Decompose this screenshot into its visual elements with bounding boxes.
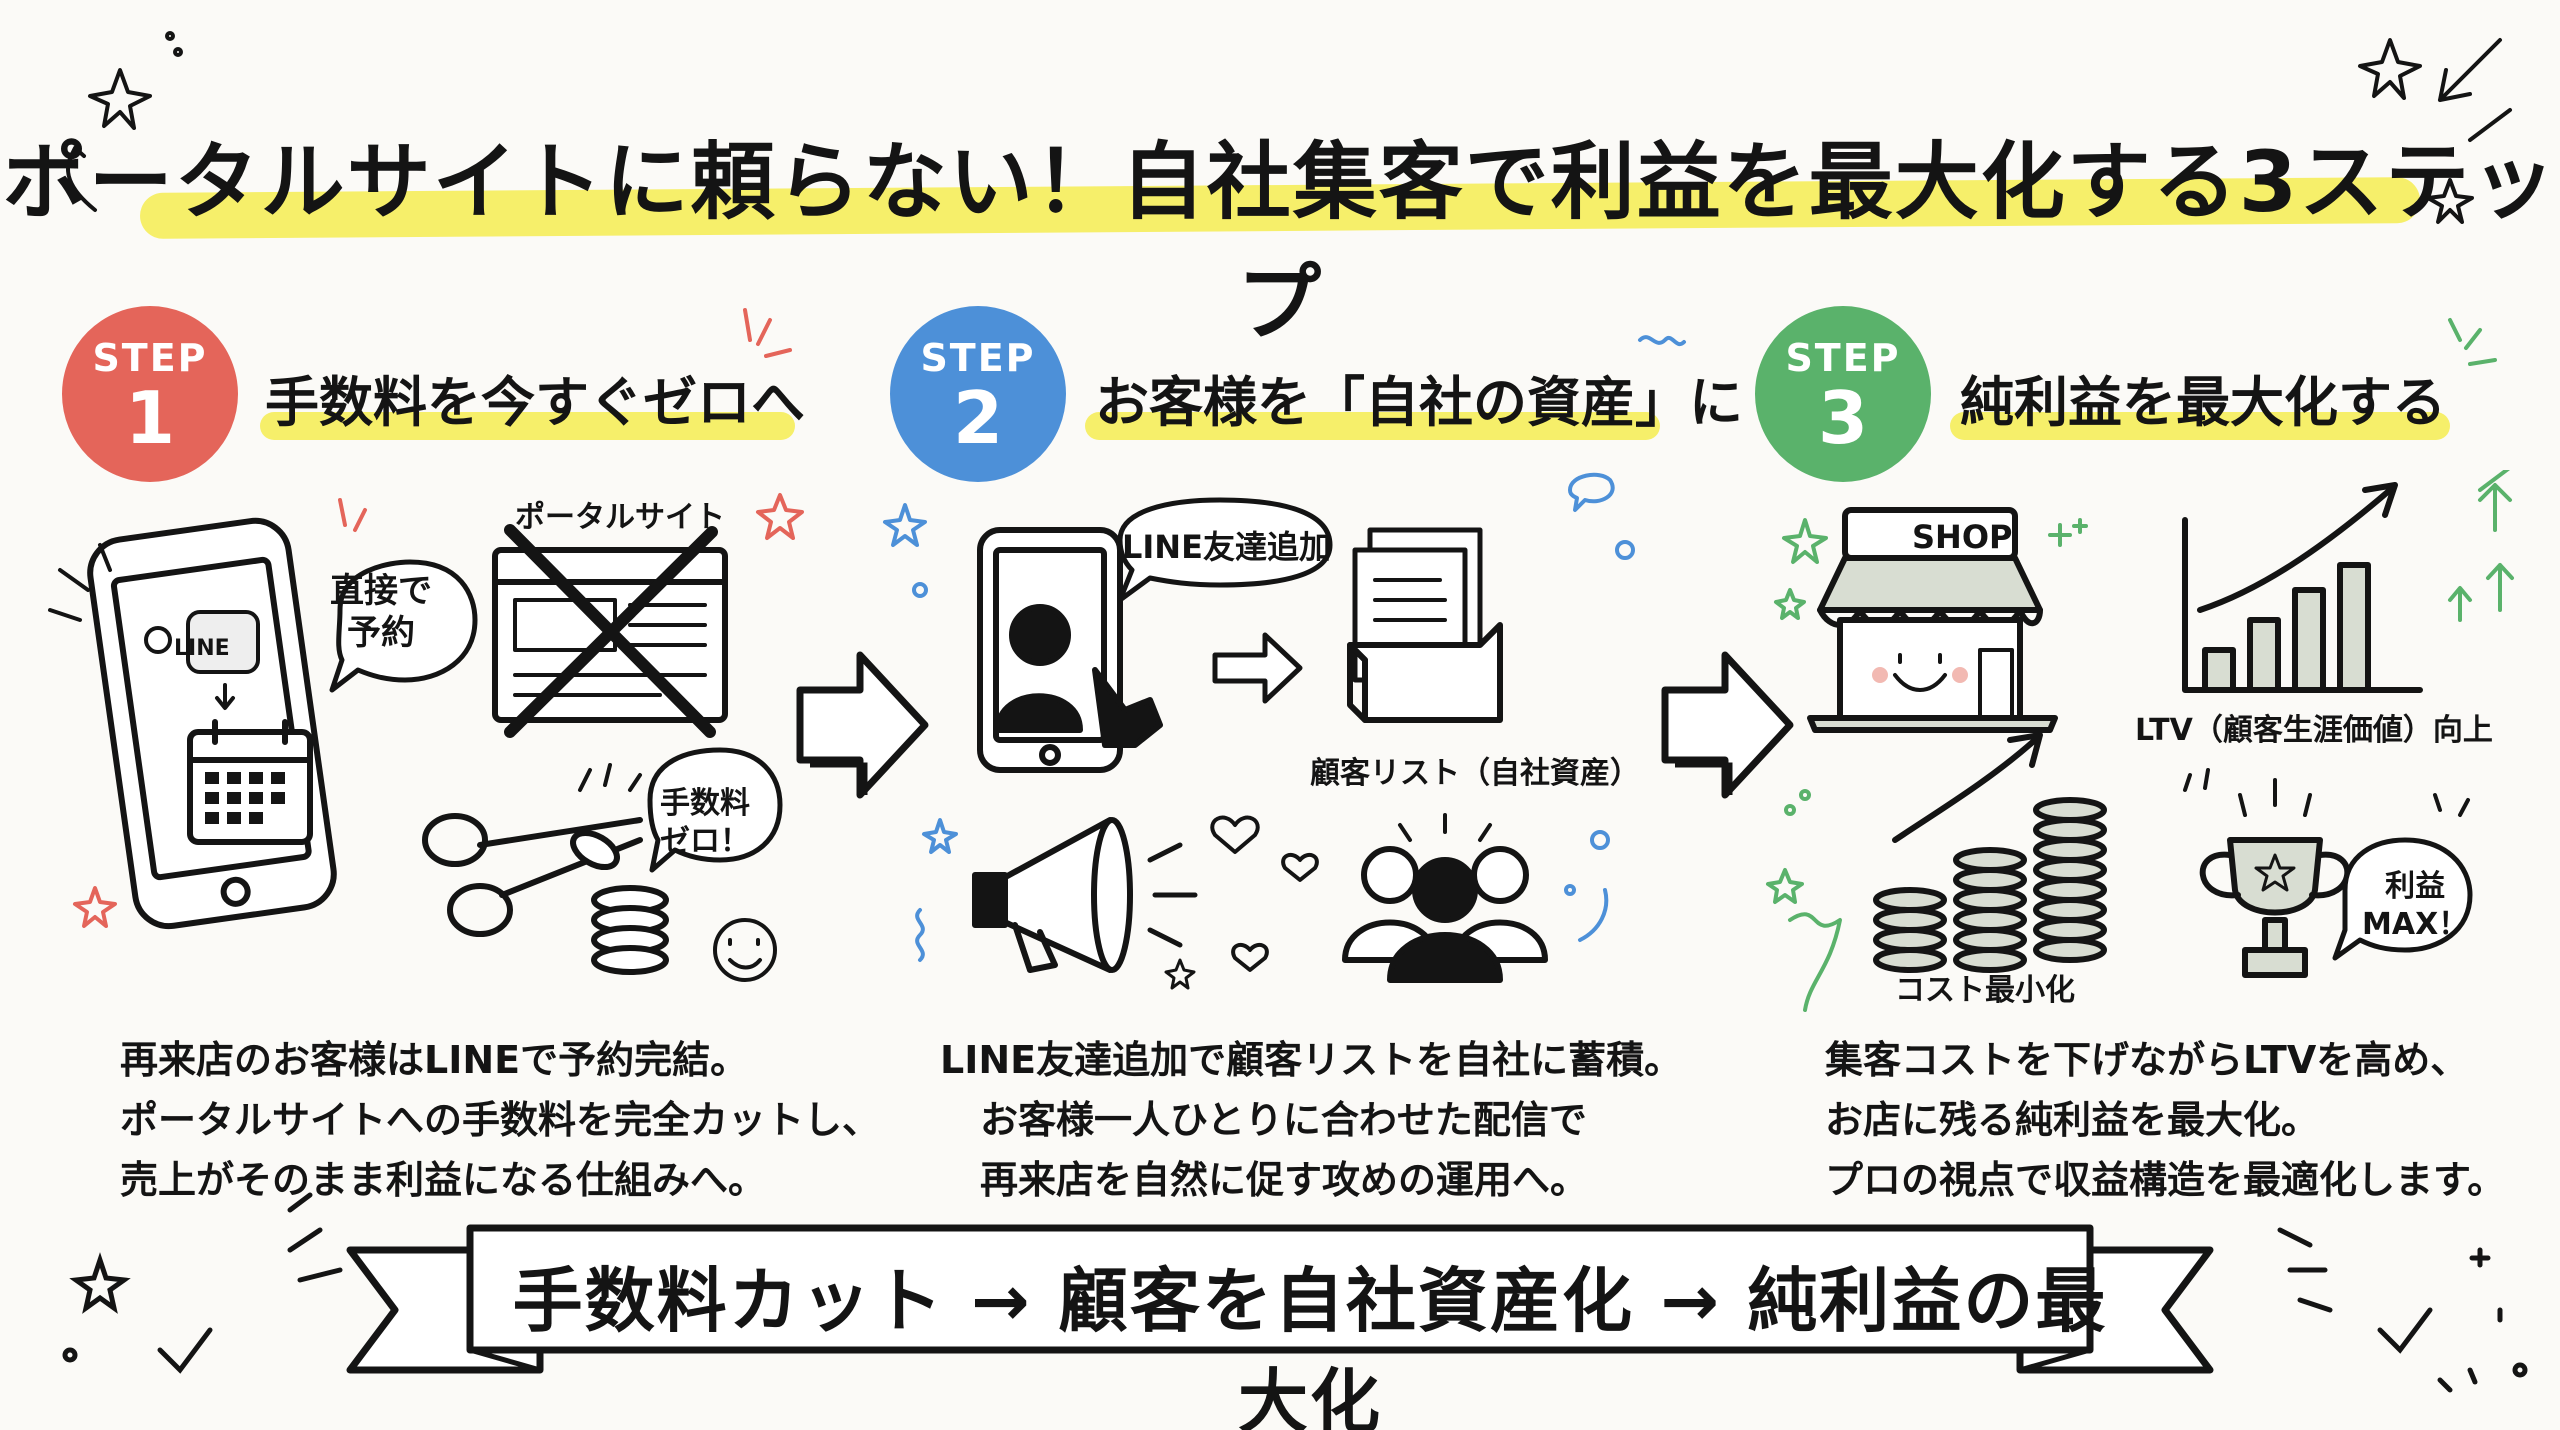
step1-badge-number: 1 [124,376,176,460]
step3-description: 集客コストを下げながらLTVを高め、 お店に残る純利益を最大化。 プロの視点で収… [1825,1030,2505,1210]
shop-icon [1807,507,2058,733]
curl-arrow-icon [65,146,97,212]
line-app-icon [186,610,260,674]
step2-desc-line: 再来店を自然に促す攻めの運用へ。 [980,1158,1589,1202]
sparkle-icon [1164,958,1196,990]
coins-icon [570,829,669,975]
line-add-friend-bubble-text: LINE友達追加 [1122,528,1331,566]
page-title: ポータルサイトに頼らない！自社集客で利益を最大化する3ステップ [2,133,2558,352]
speech-bubble-icon [2332,837,2473,961]
step1-desc-line: 再来店のお客様はLINEで予約完結。 [120,1038,749,1082]
step3-heading: 純利益を最大化する [1960,371,2446,434]
ltv-label: LTV（顧客生涯価値）向上 [2135,713,2493,748]
step1-description: 再来店のお客様はLINEで予約完結。 ポータルサイトへの手数料を完全カットし、 … [120,1030,880,1210]
megaphone-icon [972,817,1133,973]
step3-desc-line: 集客コストを下げながらLTVを高め、 [1825,1038,2469,1082]
header-decorations [743,308,2497,366]
step3-heading-highlight [1950,412,2450,440]
zero-fee-line1: 手数料 [660,786,750,821]
step2-desc-line: LINE友達追加で顧客リストを自社に蓄積。 [940,1038,1683,1082]
heart-icon [1210,815,1260,854]
step2-badge-label: STEP [920,336,1036,380]
step1-badge: STEP 1 [62,306,238,482]
step1-heading-highlight [260,412,795,440]
speech-bubble-icon [1117,497,1333,603]
step3-desc-line: プロの視点で収益構造を最適化します。 [1825,1158,2506,1202]
direct-booking-bubble-text: 直接で 予約 [330,570,432,654]
smartphone-icon [977,527,1163,773]
profit-max-line2: MAX！ [2362,907,2469,942]
speech-bubble-icon [329,559,478,693]
title-area: ポータルサイトに頼らない！自社集客で利益を最大化する3ステップ [0,95,2560,352]
sparkle-icon [2358,38,2422,100]
zero-fee-bubble-text: 手数料 ゼロ！ [660,785,750,861]
shop-sign-label: SHOP [1912,518,2013,556]
cost-minimize-label: コスト最小化 [1895,973,2075,1008]
summary-banner-text: 手数料カット → 顧客を自社資産化 → 純利益の最大化 [512,1260,2108,1430]
customer-list-label: 顧客リスト（自社資産） [1310,756,1640,791]
user-icon [144,626,172,654]
arrow-right-icon [1212,632,1303,704]
step3-badge-label: STEP [1785,336,1901,380]
coin-stacks-icon [1873,732,2107,973]
customer-list-box-icon [1347,527,1503,723]
sparkle-icon [69,1252,131,1314]
summary-ribbon [62,1192,2528,1393]
step3-badge: STEP 3 [1755,306,1931,482]
line-app-label: LINE [174,636,230,661]
step2-description: LINE友達追加で顧客リストを自社に蓄積。 お客様一人ひとりに合わせた配信で 再… [940,1030,1682,1210]
smartphone-icon [87,517,337,930]
step3-illustration [1766,470,2514,1012]
trophy-icon [2199,778,2351,978]
title-decorations [65,31,2512,224]
step2-heading-highlight [1085,412,1660,440]
next-step-arrow-icon [1661,651,1794,799]
ltv-chart-icon [2182,482,2423,693]
step2-desc-line: お客様一人ひとりに合わせた配信で [980,1098,1587,1142]
step3-desc-line: お店に残る純利益を最大化。 [1825,1098,2320,1142]
step1-heading: 手数料を今すぐゼロへ [265,371,805,434]
sparkle-icon [2426,178,2474,224]
step1-desc-line: 売上がそのまま利益になる仕組みへ。 [120,1158,767,1202]
speech-bubble-icon [647,747,783,873]
heart-icon [1281,852,1319,882]
step2-heading: お客様を「自社の資産」に [1095,371,1743,434]
profit-max-bubble-text: 利益 MAX！ [2362,868,2468,944]
people-group-icon [1342,813,1548,983]
sparkle-icon [88,68,152,130]
smiley-icon [713,918,777,982]
check-icon [2377,1307,2433,1354]
step1-illustration [48,493,804,982]
zero-fee-line2: ゼロ！ [660,824,750,859]
step2-badge-number: 2 [952,376,1004,460]
direct-booking-line2: 予約 [347,613,415,653]
next-step-arrow-icon [796,651,929,799]
heart-icon [1231,942,1269,972]
check-icon [157,1327,213,1374]
step3-badge-number: 3 [1817,376,1869,460]
step1-badge-label: STEP [92,336,208,380]
calendar-icon [187,719,313,845]
arrow-icon [2438,38,2502,102]
step1-desc-line: ポータルサイトへの手数料を完全カットし、 [120,1098,881,1142]
step2-illustration [883,472,1635,990]
profit-max-line1: 利益 [2385,869,2446,904]
portal-site-crossed-icon [492,524,728,738]
portal-site-label: ポータルサイト [515,500,725,535]
step2-badge: STEP 2 [890,306,1066,482]
direct-booking-line1: 直接で [330,571,432,611]
